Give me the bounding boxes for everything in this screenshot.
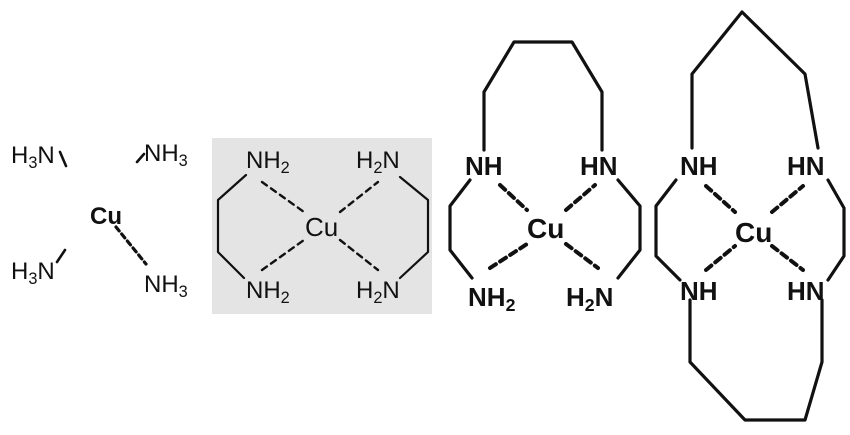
ligand-nh3-bottom-right: NH3 xyxy=(144,271,188,301)
propylene-bridge-top xyxy=(690,10,820,150)
ligand-nh3-bottom-left: H3N xyxy=(11,258,55,288)
dashed-bond-cu-top-left xyxy=(498,183,529,212)
dashed-bond-cu-top-left xyxy=(260,180,306,214)
ligand-nh2-top-left: NH2 xyxy=(246,147,290,177)
dashed-bond-cu-top-left xyxy=(704,184,737,214)
ligand-hn-top-right: HN xyxy=(580,151,618,181)
ligand-nh-bottom-left: NH xyxy=(680,276,718,306)
ligand-nh-top-left: NH xyxy=(465,151,503,181)
metal-center-cu: Cu xyxy=(527,213,564,244)
dashed-bond-cu-top-right xyxy=(338,180,380,214)
ligand-nh-top-left: NH xyxy=(680,151,718,181)
ligand-nh2-bottom-left: NH2 xyxy=(246,277,290,307)
metal-center-cu: Cu xyxy=(305,212,338,242)
dashed-bond-cu-top-right xyxy=(770,184,805,214)
dashed-bond-cu-top-right xyxy=(564,183,597,212)
ligand-nh3-top-left: H3N xyxy=(11,142,55,172)
dashed-bond-cu-bottom-right xyxy=(338,238,380,272)
ethylene-bridge-left xyxy=(448,178,474,280)
ligand-hn-top-right: HN xyxy=(787,151,825,181)
metal-center-cu: Cu xyxy=(735,217,772,248)
dashed-bond-cu-bottom-left xyxy=(260,238,306,272)
ligand-h2n-top-right: H2N xyxy=(356,147,400,177)
ethylene-bridge-left xyxy=(654,178,682,282)
propylene-bridge-top xyxy=(482,40,604,152)
dashed-bond-cu-bottom-left xyxy=(704,244,737,272)
ligand-nh2-bottom-left: NH2 xyxy=(468,282,516,315)
ethylene-bridge-right xyxy=(398,175,430,280)
complex-macrocycle: NH HN NH HN Cu xyxy=(654,10,846,422)
dashed-bond-cu-nh3 xyxy=(114,225,148,266)
ligand-hn-bottom-right: HN xyxy=(787,276,825,306)
complex-bis-ethylenediamine: NH2 H2N NH2 H2N Cu xyxy=(212,138,432,314)
propylene-bridge-bottom xyxy=(688,298,824,422)
ethylene-bridge-right xyxy=(826,178,846,282)
ligand-h2n-bottom-right: H2N xyxy=(566,282,613,315)
ethylene-bridge-right xyxy=(616,178,642,280)
bond-nh3-bottom-left xyxy=(55,248,67,264)
ethylene-bridge-left xyxy=(216,173,248,280)
complex-tetraammine: H3N NH3 H3N NH3 Cu xyxy=(11,140,188,301)
dashed-bond-cu-bottom-left xyxy=(488,242,529,270)
ligand-nh3-top-right: NH3 xyxy=(144,140,188,170)
complex-triethylenetetramine: NH HN NH2 H2N Cu xyxy=(448,40,642,315)
bond-nh3-top-right xyxy=(135,152,146,164)
chelate-shaded-panel xyxy=(212,138,432,314)
metal-center-cu: Cu xyxy=(90,203,122,230)
dashed-bond-cu-bottom-right xyxy=(770,244,805,272)
ligand-h2n-bottom-right: H2N xyxy=(356,277,400,307)
dashed-bond-cu-bottom-right xyxy=(564,242,600,270)
bond-nh3-top-left xyxy=(58,150,68,168)
